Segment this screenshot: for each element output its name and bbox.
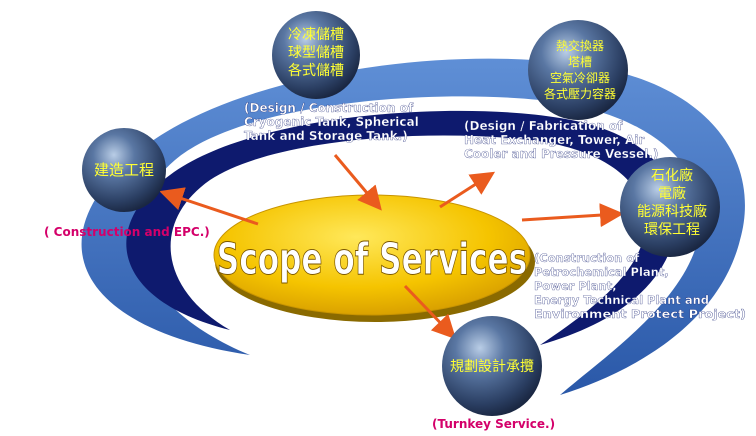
exchanger-en-2: Heat Exchanger, Tower, Air [464, 133, 644, 147]
construction-cn: 建造工程 [94, 161, 154, 179]
arrow-from-storage [333, 154, 382, 211]
storage-cn-3: 各式儲槽 [288, 63, 344, 79]
sphere-plant: 石化廠 電廠 能源科技廠 環保工程 [620, 157, 720, 257]
arrows [159, 154, 624, 340]
arrow-to-plant [521, 203, 624, 228]
sphere-storage: 冷凍儲槽 球型儲槽 各式儲槽 [272, 11, 360, 99]
plant-en-4: Energy Technical Plant and [534, 293, 709, 307]
storage-en-3: Tank and Storage Tank.) [244, 129, 408, 143]
exchanger-cn-2: 塔槽 [568, 55, 592, 69]
storage-cn-2: 球型儲槽 [288, 45, 344, 61]
storage-caption: (Design / Construction of Cryogenic Tank… [244, 101, 419, 143]
sphere-construction: 建造工程 [82, 128, 166, 212]
exchanger-cn-1: 熱交換器 [556, 38, 604, 53]
sphere-turnkey: 規劃設計承攬 [442, 316, 542, 416]
construction-en: ( Construction and EPC.) [44, 225, 210, 239]
plant-en-1: (Construction of [534, 251, 640, 265]
plant-cn-2: 電廠 [658, 185, 686, 202]
storage-en-2: Cryogenic Tank, Spherical [244, 115, 419, 129]
plant-en-5: Environment Protect Project) [534, 307, 746, 321]
exchanger-en-3: Cooler and Pressure Vessel.) [464, 147, 658, 161]
exchanger-en-1: (Design / Fabrication of [464, 119, 623, 133]
plant-cn-1: 石化廠 [651, 167, 693, 184]
exchanger-cn-3: 空氣冷卻器 [550, 71, 610, 85]
exchanger-cn-4: 各式壓力容器 [544, 86, 616, 101]
arrow-to-construction [159, 187, 259, 226]
sphere-exchanger: 熱交換器 塔槽 空氣冷卻器 各式壓力容器 [528, 20, 628, 120]
plant-cn-3: 能源科技廠 [637, 203, 707, 220]
turnkey-en: (Turnkey Service.) [432, 417, 555, 431]
center-title: Scope of Services [217, 234, 527, 285]
plant-caption: (Construction of Petrochemical Plant, Po… [534, 251, 746, 321]
plant-en-3: Power Plant, [534, 279, 617, 293]
plant-en-2: Petrochemical Plant, [534, 265, 669, 279]
storage-cn-1: 冷凍儲槽 [288, 27, 344, 43]
arrow-to-exchanger [439, 171, 496, 209]
plant-cn-4: 環保工程 [644, 222, 700, 238]
storage-en-1: (Design / Construction of [244, 101, 414, 115]
arrow-to-turnkey [403, 284, 457, 340]
exchanger-caption: (Design / Fabrication of Heat Exchanger,… [464, 119, 659, 161]
turnkey-cn: 規劃設計承攬 [450, 359, 534, 375]
